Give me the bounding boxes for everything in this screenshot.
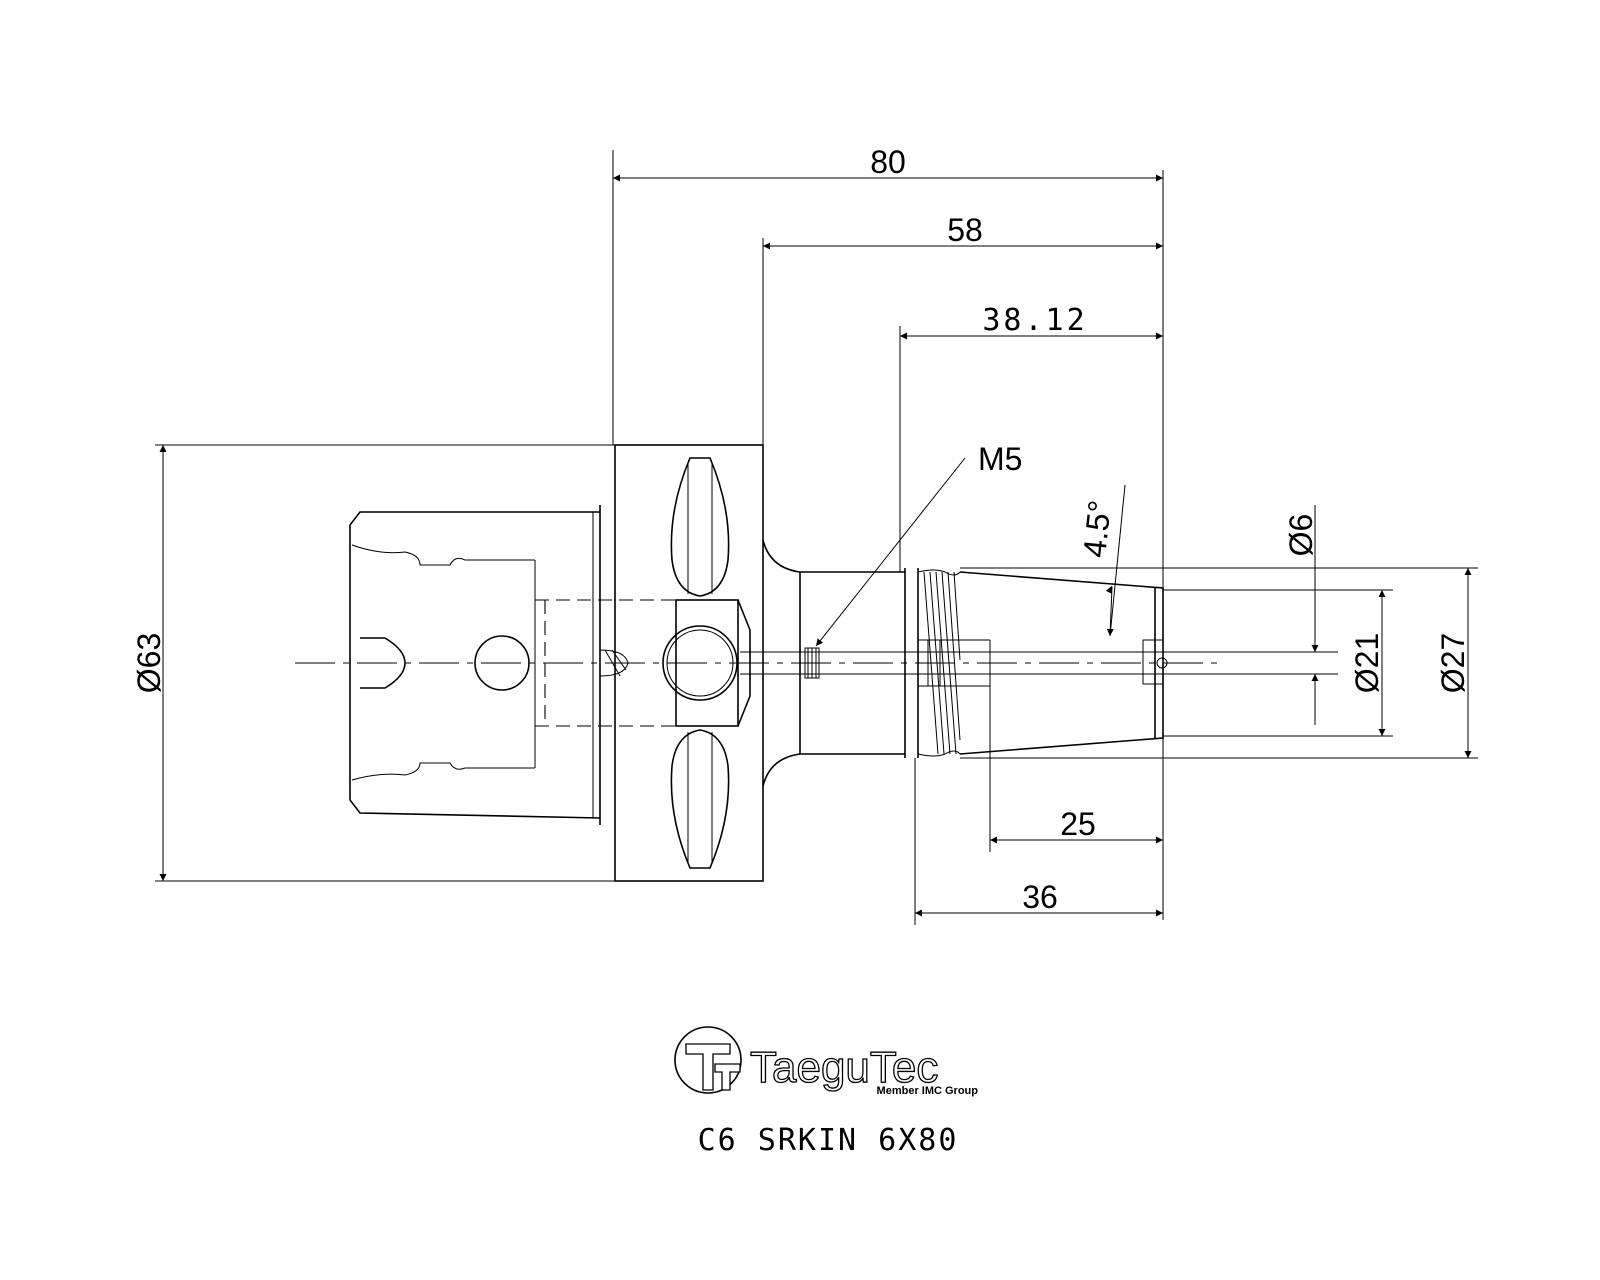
dim-flange-diameter: Ø63 — [131, 633, 167, 693]
dim-tip-diameter: Ø21 — [1349, 633, 1385, 693]
dim-taper-diameter: Ø27 — [1435, 633, 1471, 693]
polygon-shank — [349, 511, 601, 819]
shank-cross-hole — [474, 635, 530, 691]
dim-shank-length: 58 — [947, 212, 983, 248]
part-title: C6 SRKIN 6X80 — [698, 1123, 959, 1158]
dim-bore-depth-25: 25 — [1060, 806, 1096, 842]
dimensions: 80 58 38.12 25 36 Ø63 Ø6 Ø21 — [131, 144, 1478, 925]
dim-taper-length: 38.12 — [982, 303, 1087, 338]
taegutec-logo: TaeguTec Member IMC Group — [674, 1026, 979, 1097]
flange — [614, 444, 764, 882]
dim-bore-diameter: Ø6 — [1283, 514, 1319, 557]
threaded-section — [917, 569, 991, 757]
logo-wordmark: TaeguTec — [750, 1043, 938, 1092]
dim-thread-callout: M5 — [978, 441, 1022, 477]
neck — [762, 539, 905, 787]
clamping-screw — [662, 625, 738, 701]
taegutec-emblem-icon — [674, 1026, 742, 1094]
tool-holder-geometry — [295, 444, 1225, 882]
dim-overall-length: 80 — [870, 144, 906, 180]
logo-tagline: Member IMC Group — [877, 1085, 979, 1097]
dim-taper-angle: 4.5° — [1076, 498, 1118, 559]
dim-bore-depth-36: 36 — [1022, 879, 1058, 915]
